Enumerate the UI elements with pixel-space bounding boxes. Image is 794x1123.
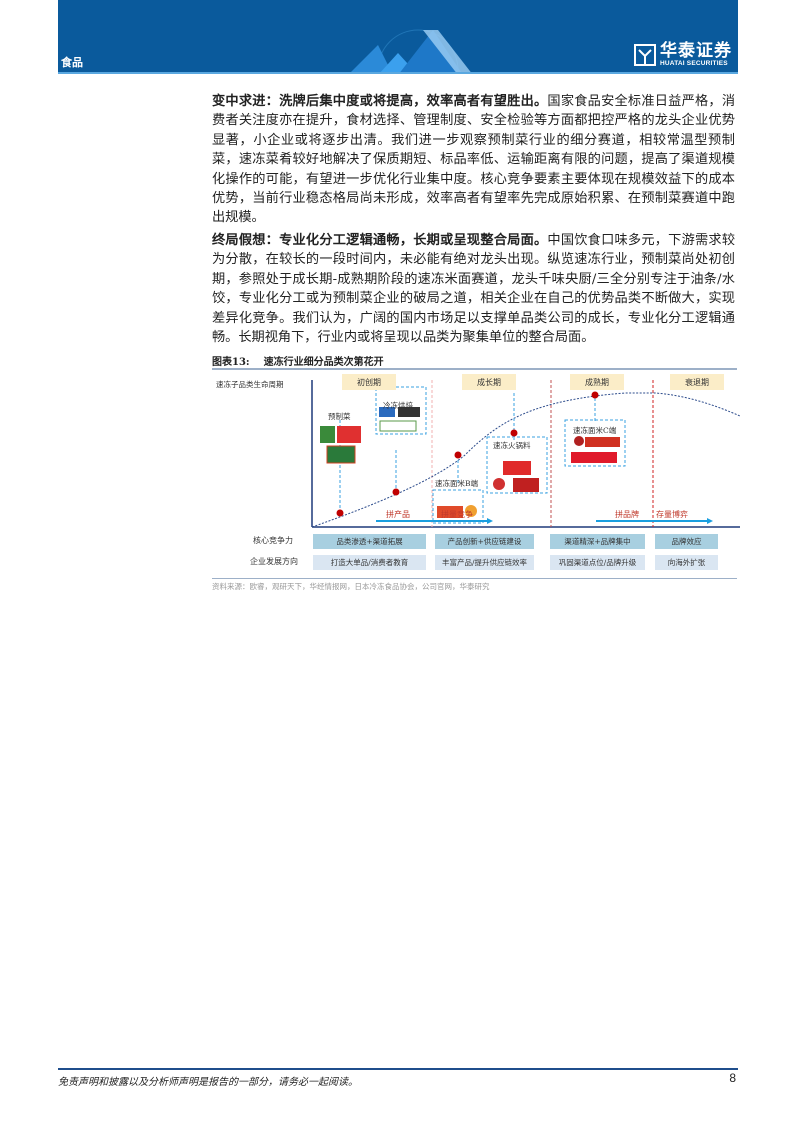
y-axis-label: 速冻子品类生命周期 — [216, 380, 284, 389]
brand-logo — [571, 452, 617, 463]
category-bakery: 冷冻烘焙 — [383, 401, 413, 410]
paragraph-1: 变中求进：洗牌后集中度或将提高，效率高者有望胜出。国家食品安全标准日益严格，消费… — [212, 92, 735, 228]
footer-divider — [58, 1068, 738, 1070]
competition-4: 存量博弈 — [656, 510, 688, 519]
divider — [212, 578, 737, 579]
direction-cell: 巩固渠道点位/品牌升级 — [550, 555, 645, 570]
huatai-logo: 华泰证券 HUATAI SECURITIES — [634, 42, 732, 67]
figure-title: 图表13: 速冻行业细分品类次第花开 — [212, 353, 384, 368]
direction-cell: 打造大单品/消费者教育 — [313, 555, 426, 570]
category-noodle-c: 速冻面米C端 — [573, 426, 617, 435]
competition-1: 拼产品 — [386, 510, 410, 519]
category-noodle-b: 速冻面米B端 — [435, 479, 479, 488]
core-cell: 品牌效应 — [655, 534, 718, 549]
dot-noodle-c — [591, 391, 599, 399]
brand-logo — [437, 506, 463, 518]
box-cold-bakery — [375, 386, 427, 435]
figure-caption: 速冻行业细分品类次第花开 — [263, 357, 384, 368]
sector-label: 食品 — [61, 56, 83, 69]
phase-mature: 成熟期 — [570, 374, 624, 390]
phase-decline: 衰退期 — [670, 374, 724, 390]
core-cell: 渠道精深+品牌集中 — [550, 534, 645, 549]
header-decoration — [349, 29, 473, 74]
brand-logo — [503, 461, 531, 475]
paragraph-2: 终局假想：专业化分工逻辑通畅，长期或呈现整合局面。中国饮食口味多元，下游需求较为… — [212, 231, 735, 347]
dot-noodle-b — [454, 451, 462, 459]
paragraph-lead: 终局假想：专业化分工逻辑通畅，长期或呈现整合局面。 — [212, 233, 548, 248]
phase-startup: 初创期 — [342, 374, 396, 390]
data-dots — [336, 391, 599, 517]
logo-mark-icon — [634, 43, 656, 66]
core-cell: 产品创新+供应链建设 — [435, 534, 534, 549]
box-noodle-c — [564, 419, 626, 467]
row-label-core: 核心竞争力 — [253, 536, 293, 545]
paragraph-lead: 变中求进：洗牌后集中度或将提高，效率高者有望胜出。 — [212, 94, 548, 109]
box-noodle-b — [432, 489, 484, 524]
brand-logo — [337, 426, 361, 443]
dot-prepared — [336, 509, 344, 517]
brand-logo — [379, 407, 395, 417]
brand-logo — [326, 445, 356, 464]
brand-logo — [320, 426, 335, 443]
category-prepared: 预制菜 — [328, 412, 351, 421]
divider — [212, 368, 737, 370]
brand-logo — [493, 478, 505, 490]
direction-cell: 丰富产品/提升供应链效率 — [435, 555, 534, 570]
brand-en: HUATAI SECURITIES — [660, 60, 728, 67]
core-cell: 品类渗透+渠道拓展 — [313, 534, 426, 549]
brand-logo — [513, 478, 539, 492]
lifecycle-diagram — [311, 380, 741, 528]
footer-disclaimer: 免责声明和披露以及分析师声明是报告的一部分，请务必一起阅读。 — [58, 1077, 358, 1088]
paragraph-body: 国家食品安全标准日益严格，消费者关注度亦在提升，食材选择、管理制度、安全检验等方… — [212, 94, 736, 226]
category-hotpot: 速冻火锅料 — [493, 441, 531, 450]
page-header: 食品 华泰证券 HUATAI SECURITIES — [58, 0, 738, 74]
paragraph-body: 中国饮食口味多元，下游需求较为分散，在较长的一段时间内，未必能有绝对龙头出现。纵… — [212, 233, 736, 346]
brand-logo — [379, 420, 417, 432]
dot-hotpot — [510, 429, 518, 437]
competition-2: 拼量竞争 — [441, 510, 473, 519]
dot-bakery — [392, 488, 400, 496]
page-number: 8 — [729, 1071, 736, 1085]
figure-number: 图表13: — [212, 357, 250, 368]
brand-logo — [585, 437, 620, 447]
competition-3: 拼品牌 — [615, 510, 639, 519]
brand-logo — [574, 436, 584, 446]
phase-growth: 成长期 — [462, 374, 516, 390]
figure-source: 资料来源：欧睿，观研天下，华经情报网，日本冷冻食品协会，公司官网，华泰研究 — [212, 582, 490, 591]
direction-cell: 向海外扩张 — [655, 555, 718, 570]
box-hotpot — [486, 436, 548, 494]
brand-logo — [465, 505, 477, 517]
brand-cn: 华泰证券 — [660, 41, 732, 61]
row-label-direction: 企业发展方向 — [250, 557, 298, 566]
brand-logo — [398, 407, 420, 417]
